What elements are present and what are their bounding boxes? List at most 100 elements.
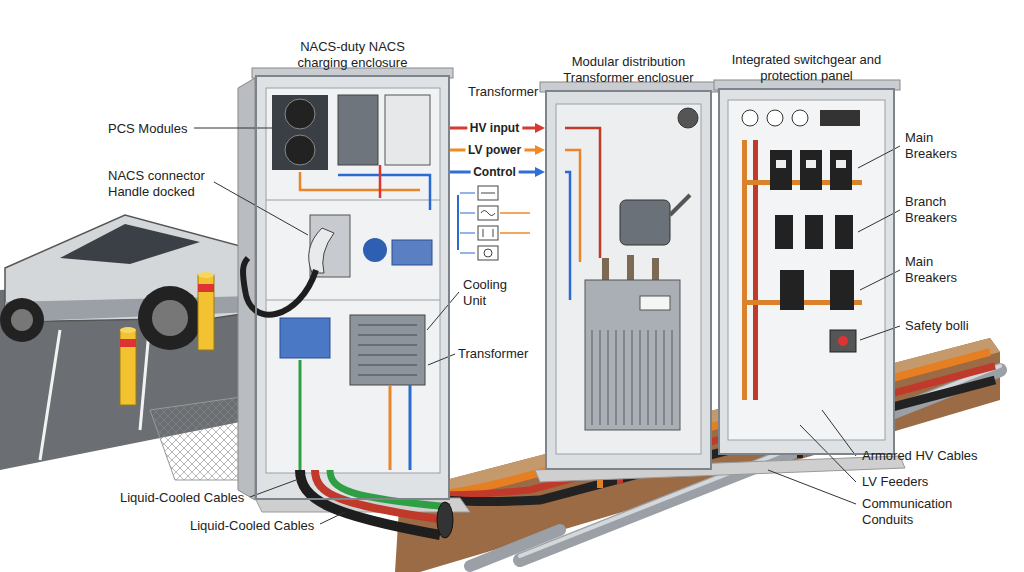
switchgear-panel-part (792, 110, 808, 126)
charger-cabinet-part (243, 258, 316, 315)
transformer-enclosure: Modular distribution Transformer enclosu… (545, 90, 712, 470)
schematic-symbols-part (478, 246, 498, 260)
leader-lines-part (428, 354, 455, 365)
charger-cabinet-part (350, 315, 425, 385)
enclosure-heading: Integrated switchgear and protection pan… (722, 52, 892, 84)
switchgear-panel-part (770, 150, 792, 190)
switchgear-panel-part (806, 160, 816, 168)
charger-cabinet-part (379, 165, 382, 198)
leader-lines-part (320, 512, 345, 524)
switchgear-panel-part (830, 330, 856, 352)
signal-label: HV input (467, 121, 522, 135)
charger-cabinet-part (358, 325, 417, 375)
switchgear-panel-part (800, 150, 822, 190)
charger-cabinet-part (255, 75, 450, 500)
callout-label: Transformer (468, 84, 538, 100)
schematic-symbols-part (483, 229, 493, 237)
callout-label: Cooling Unit (463, 277, 523, 309)
switchgear-panel-part (775, 215, 793, 249)
charger-cabinet-part (266, 300, 440, 301)
charger-cabinet-part (272, 95, 328, 170)
schematic-symbols-part (500, 213, 530, 233)
charger-cabinet-part (266, 88, 440, 473)
transformer-enclosure-part (556, 104, 701, 454)
transformer-enclosure-part (652, 258, 659, 280)
leader-lines-part (214, 182, 308, 235)
transformer-enclosure-part (670, 195, 690, 215)
trench-part (470, 530, 560, 566)
transformer-enclosure-part (565, 172, 570, 300)
switchgear-panel-part (753, 140, 758, 400)
schematic-symbols-part (478, 186, 498, 200)
transformer-enclosure-part (585, 280, 680, 430)
callout-label: Communication Conduits (862, 496, 1002, 528)
bollards-part (120, 327, 136, 333)
switchgear-panel-part (728, 100, 885, 440)
charger-cabinet-part (285, 135, 315, 165)
charger-cabinet-part (285, 99, 315, 129)
charger-cabinet-part (300, 172, 420, 190)
charger-cabinet-part (392, 240, 432, 265)
arrow-head (535, 145, 545, 155)
schematic-symbols-part (484, 249, 492, 257)
schematic-symbols-part (481, 211, 495, 216)
schematic-symbols-part (478, 226, 498, 240)
leader-lines-part (194, 128, 272, 129)
switchgear-panel-part (835, 215, 853, 249)
switchgear-panel-part (742, 110, 758, 126)
charger-cabinet (238, 68, 453, 538)
switchgear-panel-part (742, 140, 747, 400)
charger-cabinet-part (437, 502, 453, 538)
vehicle-part (60, 224, 200, 264)
leader-lines (194, 128, 900, 524)
switchgear-panel-part (718, 88, 895, 455)
transformer-enclosure-part (620, 200, 670, 245)
switchgear-panel-part (838, 336, 848, 346)
callout-label: Liquid-Cooled Cables (120, 490, 244, 506)
callout-label: NACS connector Handle docked (108, 168, 228, 200)
transformer-enclosure-part (640, 296, 670, 310)
bollards (120, 272, 214, 405)
transformer-enclosure-part (565, 150, 580, 262)
charger-cabinet-part (389, 385, 392, 470)
leader-lines-part (768, 470, 856, 504)
switchgear-panel (714, 80, 900, 455)
switchgear-panel-part (820, 110, 860, 126)
vehicle-part (152, 300, 188, 336)
parking-lot (0, 272, 255, 480)
callout-label: Main Breakers (905, 254, 985, 286)
callout-label: Main Breakers (905, 130, 985, 162)
leader-lines-part (427, 292, 459, 330)
schematic-symbols-part (457, 195, 459, 250)
bollards-part (198, 284, 214, 292)
charger-cabinet-part (409, 385, 412, 470)
parking-lot-part (40, 330, 60, 460)
transformer-enclosure-part (602, 258, 609, 280)
charger-cabinet-part (309, 228, 334, 273)
arrow-head (535, 167, 545, 177)
switchgear-panel-part (805, 215, 823, 249)
callout-label: Liquid-Cooled Cables (190, 518, 314, 534)
charger-cabinet-part (338, 175, 430, 210)
leader-lines-part (822, 410, 856, 456)
charger-cabinet-part (363, 238, 387, 262)
bollards-part (120, 330, 136, 405)
vehicle-part (0, 298, 44, 342)
callout-label: Safety bolli (905, 318, 985, 334)
enclosure-heading: NACS-duty NACS charging enclosure (278, 39, 428, 71)
callout-label: LV Feeders (862, 474, 928, 490)
callout-label: Armored HV Cables (862, 448, 978, 464)
charger-cabinet-part (338, 95, 378, 165)
bollards-part (198, 272, 214, 278)
switchgear-panel-part (780, 270, 804, 310)
schematic-symbols-part (481, 193, 495, 194)
transformer-enclosure-part (592, 330, 672, 425)
charger-cabinet-part (330, 470, 450, 507)
charger-cabinet-part (266, 200, 440, 201)
callout-label: Transformer (458, 346, 528, 362)
charger-enclosure: NACS-duty NACS charging enclosure (255, 75, 450, 500)
vehicle-part (11, 309, 33, 331)
charger-cabinet-part (280, 318, 330, 358)
vehicle-part (5, 215, 255, 322)
switchgear-panel: Integrated switchgear and protection pan… (718, 88, 895, 455)
